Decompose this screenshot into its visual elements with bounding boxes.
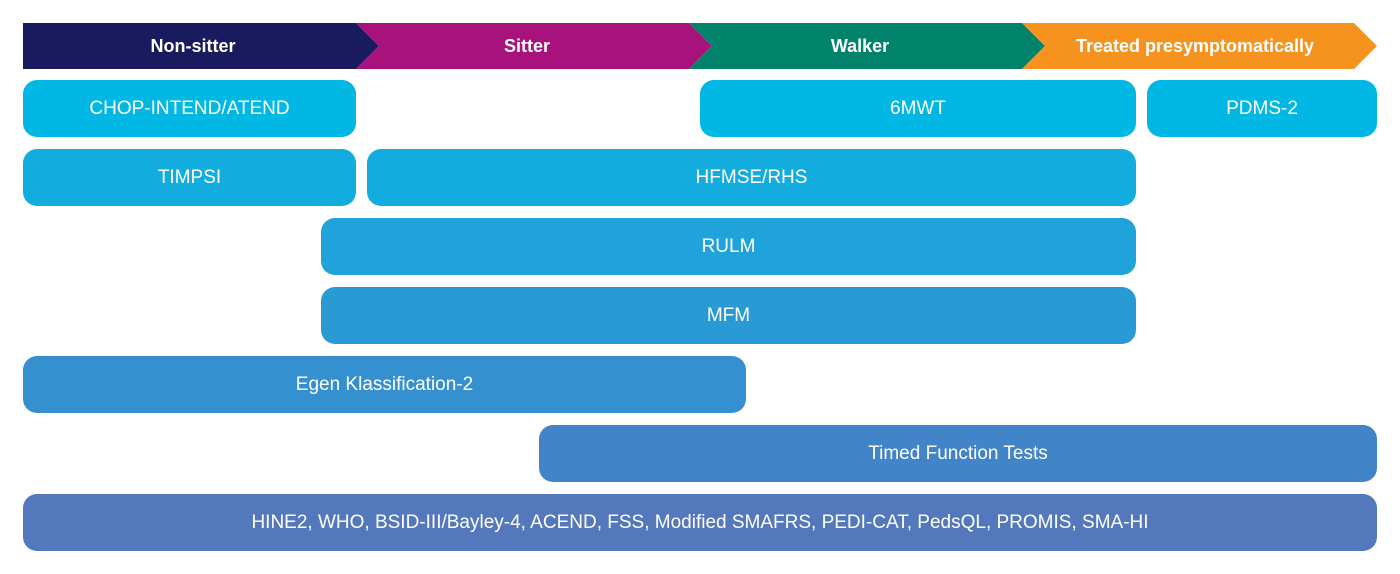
chevron-non-sitter — [23, 23, 379, 69]
assessment-bar-hfmse-rhs: HFMSE/RHS — [367, 149, 1136, 206]
stage-chevron-row — [23, 23, 1377, 69]
stage-label-sitter: Sitter — [503, 36, 550, 56]
assessment-bar-6mwt: 6MWT — [700, 80, 1136, 137]
assessment-bar-rulm: RULM — [321, 218, 1136, 275]
assessment-bar-timpsi: TIMPSI — [23, 149, 356, 206]
chevron-walker — [689, 23, 1045, 69]
chevron-treated-presymptomatically — [1022, 23, 1377, 69]
stage-label-walker: Walker — [830, 36, 890, 56]
assessment-bar-pdms-2: PDMS-2 — [1147, 80, 1377, 137]
assessment-bar-egen-klassification: Egen Klassification-2 — [23, 356, 746, 413]
stage-label-non-sitter: Non-sitter — [150, 36, 236, 56]
assessment-bar-chop-intend: CHOP-INTEND/ATEND — [23, 80, 356, 137]
assessment-bar-mfm: MFM — [321, 287, 1136, 344]
stage-label-treated-presymptomatically: Treated presymptomatically — [1075, 36, 1315, 56]
chevron-sitter — [356, 23, 712, 69]
assessment-bar-timed-function-tests: Timed Function Tests — [539, 425, 1377, 482]
assessment-bar-general-measures: HINE2, WHO, BSID-III/Bayley-4, ACEND, FS… — [23, 494, 1377, 551]
